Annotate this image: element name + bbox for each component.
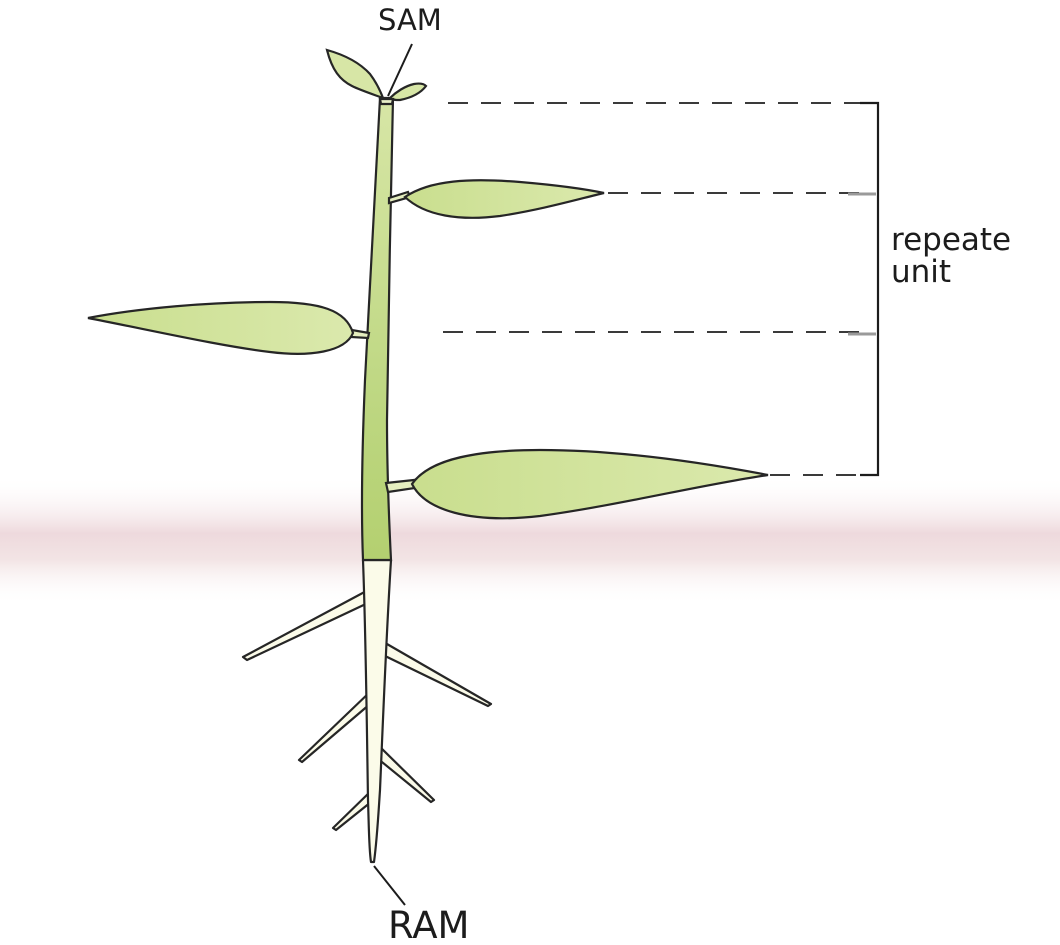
leaf-upper-right xyxy=(389,180,604,218)
bracket-label-line2: unit xyxy=(891,254,951,290)
repeated-unit-bracket xyxy=(848,103,878,475)
apical-leaf-right xyxy=(390,84,426,100)
lateral-root-right-2 xyxy=(377,745,434,802)
lateral-root-left-3 xyxy=(333,790,372,830)
dashed-guides xyxy=(443,103,865,475)
root-system xyxy=(243,560,491,862)
main-root xyxy=(363,560,391,862)
apical-leaf-left xyxy=(327,50,383,98)
lateral-root-right-1 xyxy=(380,640,491,706)
ram-label: RAM xyxy=(388,904,469,945)
bracket-label-line1: repeate xyxy=(891,222,1011,258)
sam-label: SAM xyxy=(378,3,442,37)
lateral-root-left-2 xyxy=(299,690,372,762)
apical-leaves xyxy=(327,50,426,104)
leaf-middle-left xyxy=(88,302,369,354)
ram-leader-line xyxy=(374,866,405,905)
